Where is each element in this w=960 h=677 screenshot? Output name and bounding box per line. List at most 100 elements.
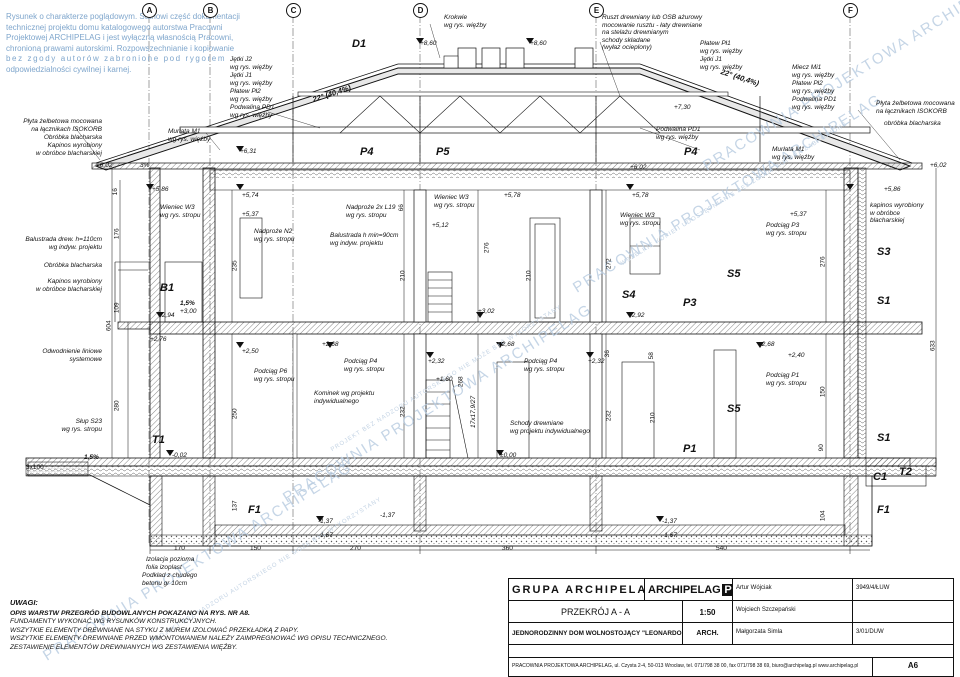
level-value: -1,67 [318,532,333,539]
label-text: Podwalina PD1 [792,96,837,103]
room-tag: F1 [877,504,890,516]
level-value: +2,32 [588,358,605,365]
label-text: w obróbce blacharskiej [35,285,102,293]
tb-branch: ARCH. [683,623,733,645]
dimension-h: 360 [502,545,513,552]
level-value: +6,02 [930,162,947,169]
label-text: Krokwie [444,14,468,21]
room-tag: P3 [683,297,697,309]
label-text: na łącznikach ISOKORB [876,107,947,115]
tb-sheet-number: A6 [907,661,919,670]
label-text: wg rys. więźby [700,47,743,55]
label-text: indywidualnego [314,397,359,405]
room-tag: S5 [727,268,741,280]
label-text: (wyłaz ocieplony) [602,44,652,51]
logo-pl: PL [722,584,732,596]
tb-scale: 1:50 [683,601,733,623]
copyright-line: Projektowej ARCHIPELAG i jest wyłączną w… [6,33,234,42]
dimension-v: 176 [113,228,121,240]
level-value: +5,37 [242,211,259,218]
label-text: w obróbce [870,209,900,217]
stair-dimension: 17x17,9/27 [470,395,477,428]
room-tag: P5 [436,146,450,158]
label-text: Płatew Pł1 [700,40,731,47]
label-text: Wieniec W3 [160,204,195,211]
level-value: +6,02 [630,164,647,171]
slope-label: 1,5% [84,454,99,461]
label-text: wg rys. stropu [61,425,102,433]
roof [94,47,913,171]
room-tag: S4 [622,289,636,301]
dimension-v: 276 [483,242,491,254]
level-value: +2,68 [758,341,775,348]
label-text: wg rys. stropu [254,235,295,243]
dimension-v: 604 [105,320,113,332]
label-text: wg rys. więźby [792,103,835,111]
tb-name-3: Małgorzata Simla [733,623,853,645]
label-text: systemowe [69,355,102,363]
dimension-v: 109 [113,302,121,314]
tb-name-2: Wojciech Szczepański [733,601,853,623]
level-value: +5,12 [432,222,449,229]
annotation-ruszt: Ruszt drewniany lub OSB ażurowy mocowani… [602,14,702,52]
label-text: wg rys. stropu [254,375,295,383]
label-text: blacharskiej [870,217,905,224]
annotation-obrobka: Obróbka blacharska [43,134,102,141]
copyright-line: Rysunek o charakterze poglądowym. Stanow… [6,12,240,21]
level-value: +2,92 [628,312,645,319]
tb-blank [509,645,953,658]
label-text: Podwalina PD1 [230,104,275,111]
level-value: +2,50 [242,348,259,355]
label-text: wg rys. więźby [230,95,273,103]
slope-label: 1,5% [180,300,195,307]
dimension-v: 210 [525,270,533,282]
label-text: Podciąg P4 [344,358,378,365]
label-text: Balustrada drew. h=110cm [25,236,102,243]
label-text: wg rys. więźby [700,63,743,71]
tb-drawing-title: PRZEKRÓJ A - A [509,601,683,623]
dimension-h: 270 [350,545,361,552]
dimension-h: 150 [250,545,261,552]
dimension-v: 280 [113,400,121,412]
ground-slab [25,457,937,467]
label-text: Słup S23 [75,418,102,425]
label-text: Podciąg P6 [254,368,288,375]
label-text: wg rys. stropu [524,365,565,373]
level-value: -1,37 [662,518,677,525]
axis-label-a: A [142,3,157,18]
copyright-line: odpowiedzialności cywilnej i karnej. [6,64,132,74]
level-value: +2,68 [498,341,515,348]
dimension-v: 90 [817,444,825,452]
label-text: Podciąg P1 [766,372,800,379]
dimension-v: 36 [603,350,611,358]
label-text: Podwalina PD1 [656,126,701,133]
tb-num-2 [853,601,953,623]
label-text: wg rys. więźby [230,79,273,87]
label-text: w obróbce blacharskiej [35,149,102,157]
label-text: wg rys. stropu [434,201,475,209]
label-text: Jętki J1 [230,72,253,79]
label-text: wg rys. stropu [620,219,661,227]
dimension-v: 232 [399,406,407,418]
label-text: wg rys. stropu [346,211,387,219]
axis-label-b: B [203,3,218,18]
label-text: wg indyw. projektu [330,239,384,247]
label-text: betonu gr 10cm [142,579,188,587]
label-text: Wieniec W3 [620,212,655,219]
label-text: wg rys. więźby [656,133,699,141]
label-text: Murłata M1 [168,128,201,135]
level-value: +3,00 [180,308,197,315]
axis-label-e: E [589,3,604,18]
